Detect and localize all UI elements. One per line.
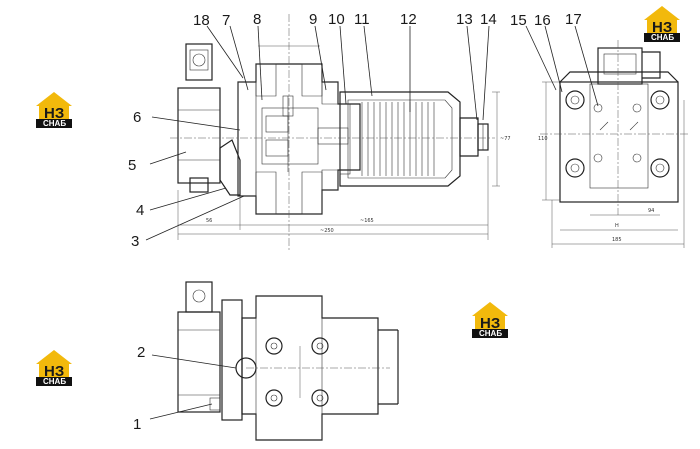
dim-side-height: 110 bbox=[538, 136, 548, 142]
dim-height-right: ~77 bbox=[500, 136, 511, 142]
logo-word: СНАБ bbox=[43, 119, 66, 128]
callout-8: 8 bbox=[253, 11, 261, 28]
logo-watermark-mid-right: НЗ СНАБ bbox=[472, 302, 508, 338]
callout-10: 10 bbox=[328, 11, 345, 28]
bottom-view bbox=[177, 281, 399, 441]
logo-word: СНАБ bbox=[43, 377, 66, 386]
callout-7: 7 bbox=[222, 12, 230, 29]
leader-lines bbox=[145, 25, 599, 420]
dim-total-len: ~250 bbox=[320, 228, 334, 234]
callout-12: 12 bbox=[400, 11, 417, 28]
callout-11: 11 bbox=[354, 11, 370, 28]
top-section-view: 56 ~165 ~250 ~77 bbox=[170, 14, 511, 250]
logo-letters: НЗ bbox=[480, 315, 500, 332]
logo-word: СНАБ bbox=[651, 33, 674, 42]
dim-end-width-c: 185 bbox=[612, 237, 622, 243]
callout-14: 14 bbox=[480, 11, 497, 28]
callout-15: 15 bbox=[510, 12, 527, 29]
callout-13: 13 bbox=[456, 11, 473, 28]
dim-end-width-b: H bbox=[615, 223, 619, 229]
callout-5: 5 bbox=[128, 157, 136, 174]
coil-windings bbox=[361, 102, 435, 176]
bolt-circles bbox=[565, 90, 670, 178]
dim-left-len: 56 bbox=[206, 218, 212, 224]
dim-end-width-a: 94 bbox=[648, 208, 654, 214]
callout-1: 1 bbox=[133, 416, 141, 433]
logo-watermark-top-right: НЗ СНАБ bbox=[644, 6, 680, 42]
callout-4: 4 bbox=[136, 202, 144, 219]
callout-labels: 1 2 3 4 5 6 7 8 9 10 11 12 13 14 15 16 1… bbox=[128, 11, 582, 433]
logo-watermark-bottom-left: НЗ СНАБ bbox=[36, 350, 72, 386]
callout-17: 17 bbox=[565, 11, 582, 28]
callout-9: 9 bbox=[309, 11, 317, 28]
callout-3: 3 bbox=[131, 233, 139, 250]
logo-letters: НЗ bbox=[44, 105, 64, 122]
logo-watermark-top-left: НЗ СНАБ bbox=[36, 92, 72, 128]
logo-letters: НЗ bbox=[652, 19, 672, 36]
logo-word: СНАБ bbox=[479, 329, 502, 338]
right-end-view: 110 94 H 185 bbox=[538, 40, 690, 248]
callout-2: 2 bbox=[137, 344, 145, 361]
callout-18: 18 bbox=[193, 12, 210, 29]
callout-6: 6 bbox=[133, 109, 141, 126]
logo-letters: НЗ bbox=[44, 363, 64, 380]
dim-mid-len: ~165 bbox=[360, 218, 374, 224]
callout-16: 16 bbox=[534, 12, 551, 29]
